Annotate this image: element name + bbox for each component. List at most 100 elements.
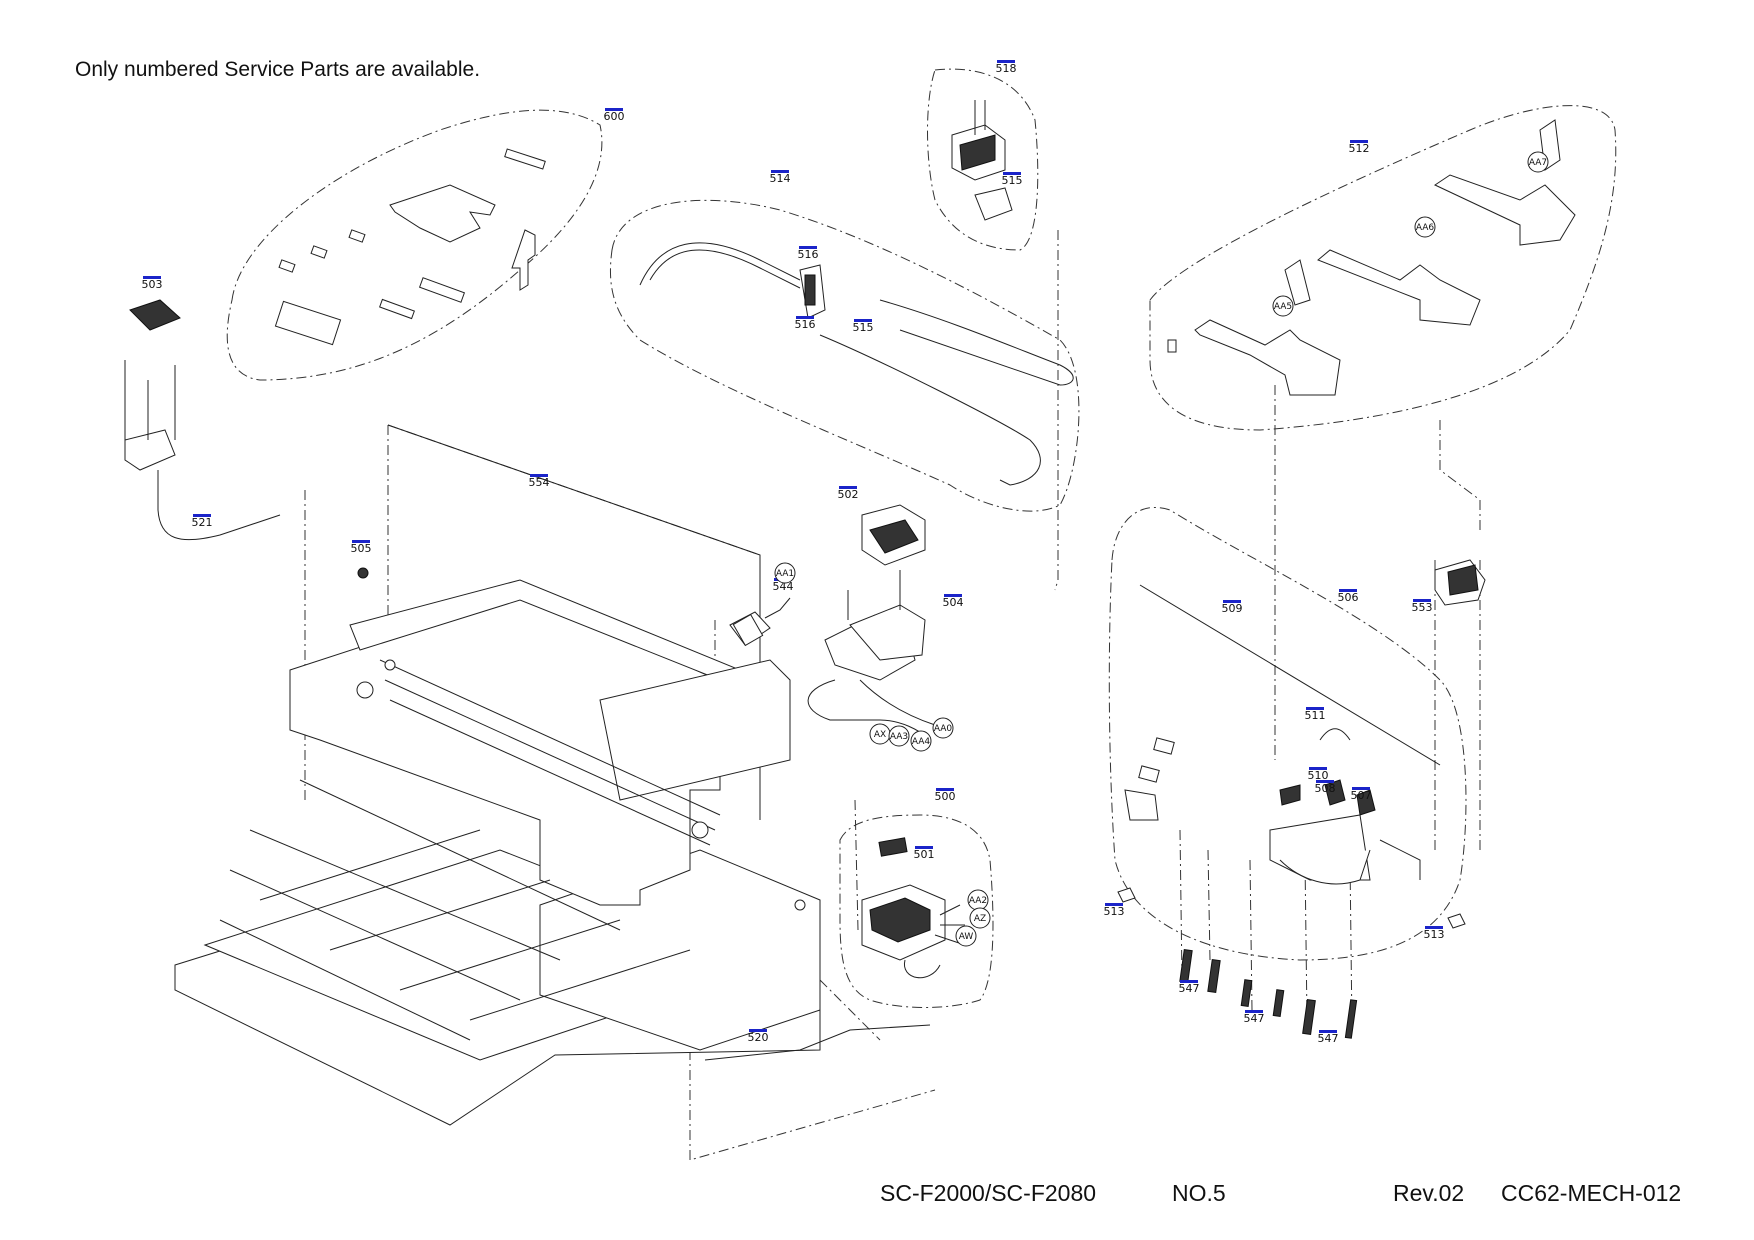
part-label-bar — [854, 319, 872, 322]
part-label-bar — [1306, 707, 1324, 710]
part-label-bar — [839, 486, 857, 489]
callout-aa2: AA2 — [969, 896, 987, 906]
part-number-509: 509 — [1222, 602, 1243, 615]
part-number-500: 500 — [935, 790, 956, 803]
group-outline-512 — [1149, 105, 1617, 431]
part-number-520: 520 — [748, 1031, 769, 1044]
part-label-bar — [1413, 599, 1431, 602]
part-group-553 — [1434, 559, 1486, 606]
part-label-bar — [799, 246, 817, 249]
footer-doc-code: CC62-MECH-012 — [1501, 1180, 1682, 1206]
part-number-507: 507 — [1351, 789, 1372, 802]
part-label-bar — [1339, 589, 1357, 592]
part-number-502: 502 — [838, 488, 859, 501]
group-outline-506 — [1108, 506, 1467, 961]
part-520-tube — [704, 1024, 931, 1061]
callout-circle — [1527, 151, 1549, 173]
part-label-bar — [1319, 1030, 1337, 1033]
part-label-bar — [997, 60, 1015, 63]
part-label-bar — [915, 846, 933, 849]
part-number-513: 513 — [1104, 905, 1125, 918]
part-group-502-504 — [807, 504, 936, 741]
callout-aa0: AA0 — [934, 724, 953, 734]
part-number-515: 515 — [1002, 174, 1023, 187]
callout-aa3: AA3 — [890, 732, 908, 742]
part-label-bar — [936, 788, 954, 791]
part-521-tube — [157, 509, 281, 541]
part-number-510: 510 — [1308, 769, 1329, 782]
part-number-516: 516 — [795, 318, 816, 331]
callout-aa6: AA6 — [1416, 223, 1435, 233]
callout-circle — [969, 907, 991, 929]
group-outline-500 — [839, 814, 994, 1008]
part-number-547: 547 — [1179, 982, 1200, 995]
part-label-bar — [1352, 787, 1370, 790]
footer-model: SC-F2000/SC-F2080 — [880, 1180, 1097, 1206]
part-label-bar — [1003, 172, 1021, 175]
part-label-bar — [1245, 1010, 1263, 1013]
part-label-bar — [1316, 780, 1334, 783]
part-label-bar — [143, 276, 161, 279]
part-label-bar — [1350, 140, 1368, 143]
part-number-515: 515 — [853, 321, 874, 334]
part-group-518 — [951, 100, 1013, 221]
part-label-bar — [193, 514, 211, 517]
part-505 — [357, 567, 369, 579]
callout-aa7: AA7 — [1529, 158, 1547, 168]
callout-aa5: AA5 — [1274, 302, 1292, 312]
part-label-bar — [749, 1029, 767, 1032]
part-label-bar — [605, 108, 623, 111]
part-number-511: 511 — [1305, 709, 1326, 722]
part-group-600 — [274, 148, 546, 346]
callout-aa1: AA1 — [776, 569, 794, 579]
part-label-bar — [352, 540, 370, 543]
part-label-bar — [1180, 980, 1198, 983]
callout-aa4: AA4 — [912, 737, 931, 747]
part-number-544: 544 — [773, 580, 794, 593]
part-label-bar — [944, 594, 962, 597]
part-number-503: 503 — [142, 278, 163, 291]
part-label-bar — [1105, 903, 1123, 906]
callout-circle — [1414, 216, 1436, 238]
callout-az: AZ — [974, 914, 986, 924]
part-513-left — [1117, 887, 1136, 903]
part-number-506: 506 — [1338, 591, 1359, 604]
callout-circle — [910, 730, 932, 752]
part-number-553: 553 — [1412, 601, 1433, 614]
part-group-503 — [124, 299, 181, 510]
part-509-shaft — [1139, 584, 1441, 766]
part-group-506 — [1124, 728, 1421, 885]
service-parts-note: Only numbered Service Parts are availabl… — [75, 58, 481, 81]
group-outline-600 — [226, 109, 603, 381]
printer-main-frame — [174, 579, 821, 1126]
part-number-504: 504 — [943, 596, 964, 609]
part-label-bar — [771, 170, 789, 173]
group-outline-514 — [610, 199, 1080, 512]
part-group-512 — [1167, 119, 1576, 396]
part-label-bar — [1425, 926, 1443, 929]
part-number-554: 554 — [529, 476, 550, 489]
part-number-518: 518 — [996, 62, 1017, 75]
part-label-bar — [1223, 600, 1241, 603]
part-label-bar — [530, 474, 548, 477]
part-513-right — [1447, 913, 1466, 929]
part-number-521: 521 — [192, 516, 213, 529]
part-number-505: 505 — [351, 542, 372, 555]
footer-revision: Rev.02 — [1393, 1180, 1465, 1206]
part-number-516: 516 — [798, 248, 819, 261]
callout-circle — [888, 725, 910, 747]
part-label-bar — [1309, 767, 1327, 770]
part-544-motor — [729, 597, 791, 647]
part-group-500 — [861, 837, 966, 979]
part-number-512: 512 — [1349, 142, 1370, 155]
part-number-508: 508 — [1315, 782, 1336, 795]
group-outline-518 — [927, 68, 1039, 251]
callout-circle — [955, 925, 977, 947]
part-group-547 — [1179, 949, 1358, 1039]
callout-circle — [1272, 295, 1294, 317]
part-number-501: 501 — [914, 848, 935, 861]
callout-aw: AW — [959, 932, 974, 942]
footer-page-number: NO.5 — [1172, 1180, 1226, 1206]
